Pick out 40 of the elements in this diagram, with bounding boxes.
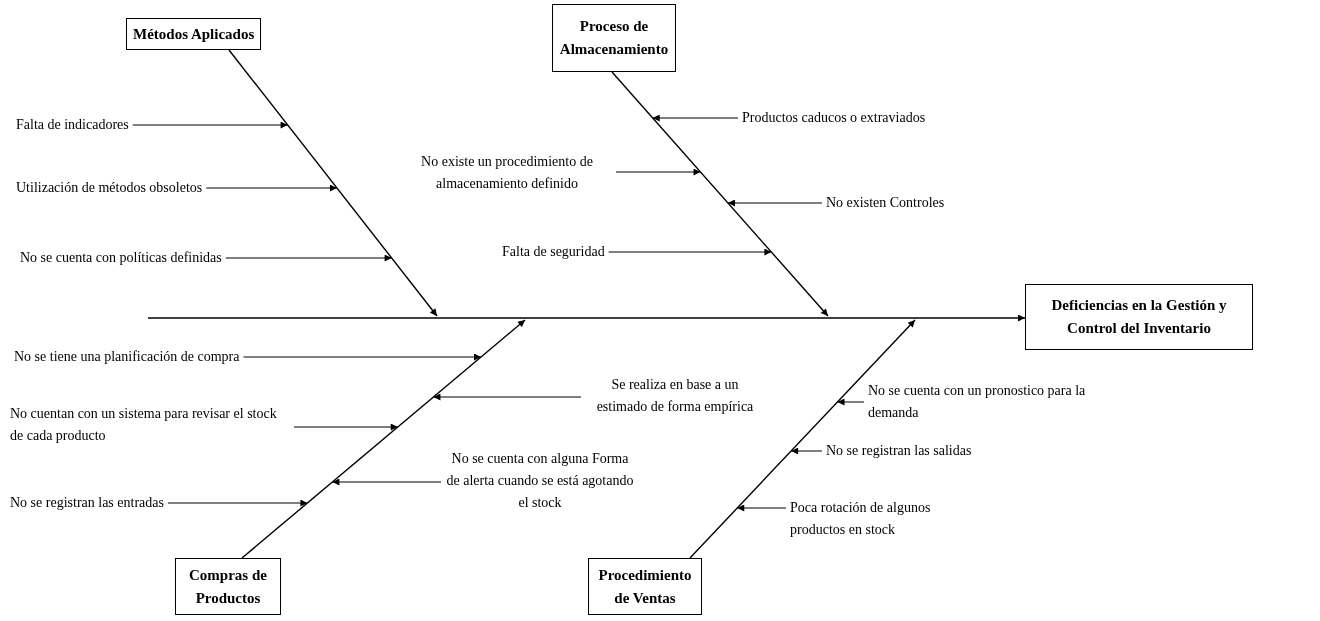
cause-arrow (167, 499, 308, 507)
cause-label: No existe un procedimiento de almacenamiento definido (402, 151, 612, 195)
cause-arrow (608, 248, 772, 256)
cause-arrow (615, 168, 701, 176)
cause-arrow (432, 393, 582, 401)
cause-label: No se cuenta con políticas definidas (20, 247, 222, 269)
cause-label: Falta de indicadores (16, 114, 129, 136)
cause-arrow (225, 254, 393, 262)
bone-arrow (689, 319, 916, 559)
bone-arrow (241, 319, 526, 559)
cause-arrow (293, 423, 399, 431)
cause-arrow (727, 199, 823, 207)
cause-arrow (242, 353, 482, 361)
category-box: Procedimiento de Ventas (588, 558, 702, 615)
category-box: Proceso de Almacenamiento (552, 4, 676, 72)
bone-arrow (228, 49, 438, 317)
cause-arrow (837, 398, 865, 406)
cause-arrow (652, 114, 739, 122)
cause-arrow (331, 478, 442, 486)
cause-label: No cuentan con un sistema para revisar el stock de cada producto (10, 403, 290, 447)
cause-label: Utilización de métodos obsoletos (16, 177, 203, 199)
effect-box: Deficiencias en la Gestión y Control del Inventario (1025, 284, 1253, 350)
cause-label: No existen Controles (826, 192, 945, 214)
cause-label: Productos caducos o extraviados (742, 107, 926, 129)
category-box: Métodos Aplicados (126, 18, 262, 50)
cause-label: No se cuenta con un pronostico para la demanda (868, 380, 1108, 424)
bone-arrow (611, 71, 829, 317)
cause-label: No se registran las entradas (10, 492, 164, 514)
cause-arrow (205, 184, 338, 192)
cause-label: Se realiza en base a un estimado de forma empírica (585, 374, 765, 418)
cause-label: Poca rotación de algunos productos en stock (790, 497, 965, 541)
cause-label: No se registran las salidas (826, 440, 972, 462)
category-box: Compras de Productos (175, 558, 281, 615)
cause-arrow (132, 121, 289, 129)
cause-arrow (790, 447, 823, 455)
spine-arrow (147, 314, 1026, 322)
cause-arrow (736, 504, 787, 512)
cause-label: No se cuenta con alguna Forma de alerta cuando se está agotando el stock (445, 448, 635, 514)
cause-label: Falta de seguridad (502, 241, 605, 263)
cause-label: No se tiene una planificación de compra (14, 346, 240, 368)
